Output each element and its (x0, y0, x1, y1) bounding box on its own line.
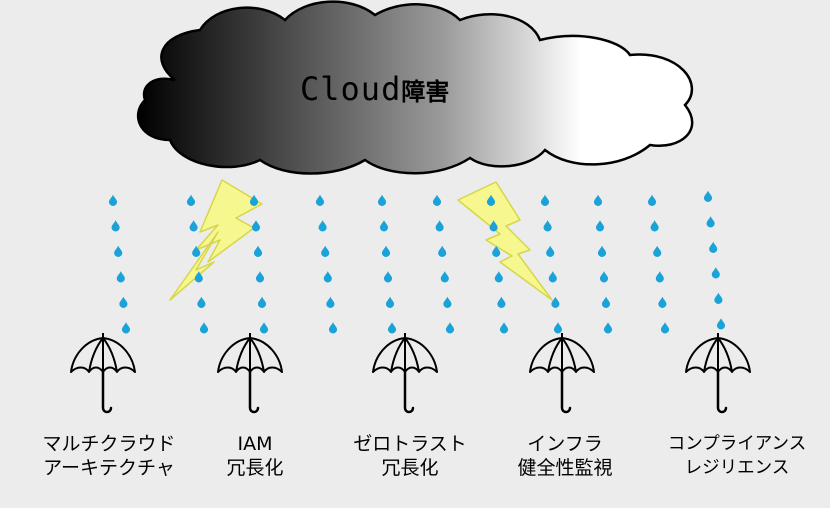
raindrop-icon (315, 194, 325, 206)
raindrop-icon (497, 296, 506, 308)
raindrop-icon (197, 296, 206, 308)
raindrop-icon (595, 220, 605, 232)
raindrop-icon (385, 296, 395, 308)
raindrop-icon (540, 194, 550, 206)
umbrella-icon (217, 333, 283, 414)
umbrella-label-multicloud: マルチクラウドアーキテクチャ (42, 433, 176, 479)
raindrop-icon (257, 296, 267, 308)
raindrop-icon (660, 322, 670, 334)
raindrop-icon (199, 322, 209, 334)
raindrop-icon (603, 322, 613, 334)
raindrop-icon (494, 271, 503, 283)
raindrop-icon (601, 296, 611, 308)
raindrop-icon (597, 245, 607, 257)
raindrop-icon (435, 220, 444, 232)
raindrop-icon (108, 194, 118, 206)
raindrop-icon (593, 194, 603, 206)
raindrop-icon (328, 322, 338, 334)
raindrop-icon (249, 194, 259, 206)
umbrella-icon (685, 333, 751, 414)
umbrella-label-compliance: コンプライアンスレジリエンス (667, 434, 807, 478)
raindrop-icon (647, 194, 657, 206)
raindrop-icon (443, 296, 452, 308)
raindrop-icon (432, 194, 442, 206)
raindrop-icon (714, 292, 723, 304)
raindrop-icon (189, 220, 198, 232)
lightning-icon (169, 179, 263, 301)
raindrop-icon (658, 296, 667, 308)
raindrop-icon (111, 220, 120, 232)
raindrop-icon (716, 318, 726, 330)
raindrop-icon (387, 322, 397, 334)
umbrella-icon (70, 333, 136, 414)
raindrop-icon (599, 271, 609, 283)
raindrop-icon (379, 220, 389, 232)
raindrop-icon (548, 271, 557, 283)
raindrop-icon (377, 194, 387, 206)
raindrop-icon (650, 220, 659, 232)
umbrella-label-zerotrust: ゼロトラスト冗長化 (353, 433, 467, 479)
cloud-icon (136, 0, 694, 175)
raindrop-icon (119, 296, 128, 308)
raindrop-icon (653, 245, 662, 257)
raindrop-icon (121, 322, 131, 334)
raindrop-icon (709, 241, 718, 253)
raindrop-icon (318, 220, 327, 232)
raindrop-icon (551, 296, 560, 308)
raindrop-icon (255, 271, 265, 283)
raindrop-icon (253, 245, 263, 257)
raindrop-icon (323, 271, 332, 283)
raindrop-icon (711, 267, 720, 279)
umbrellas (70, 333, 751, 414)
raindrop-icon (553, 322, 563, 334)
raindrop-icon (259, 322, 269, 334)
raindrop-icon (186, 194, 196, 206)
umbrella-icon (372, 333, 438, 414)
raindrop-icon (703, 190, 713, 202)
raindrop-icon (655, 271, 664, 283)
cloud-title: Cloud障害 (300, 70, 450, 108)
raindrop-icon (440, 271, 449, 283)
raindrop-icon (321, 245, 330, 257)
raindrop-icon (116, 271, 125, 283)
raindrop-icon (381, 245, 391, 257)
umbrella-icon (529, 333, 595, 414)
raindrop-icon (114, 245, 123, 257)
raindrop-icon (445, 322, 455, 334)
raindrop-icon (251, 220, 261, 232)
raindrop-icon (706, 216, 715, 228)
raindrop-icon (543, 220, 552, 232)
raindrop-icon (438, 245, 447, 257)
raindrop-icon (383, 271, 393, 283)
umbrella-label-infra: インフラ健全性監視 (517, 433, 613, 479)
raindrop-icon (499, 322, 509, 334)
raindrop-icon (326, 296, 335, 308)
lightning-icon (457, 181, 553, 301)
raindrop-icon (546, 245, 555, 257)
